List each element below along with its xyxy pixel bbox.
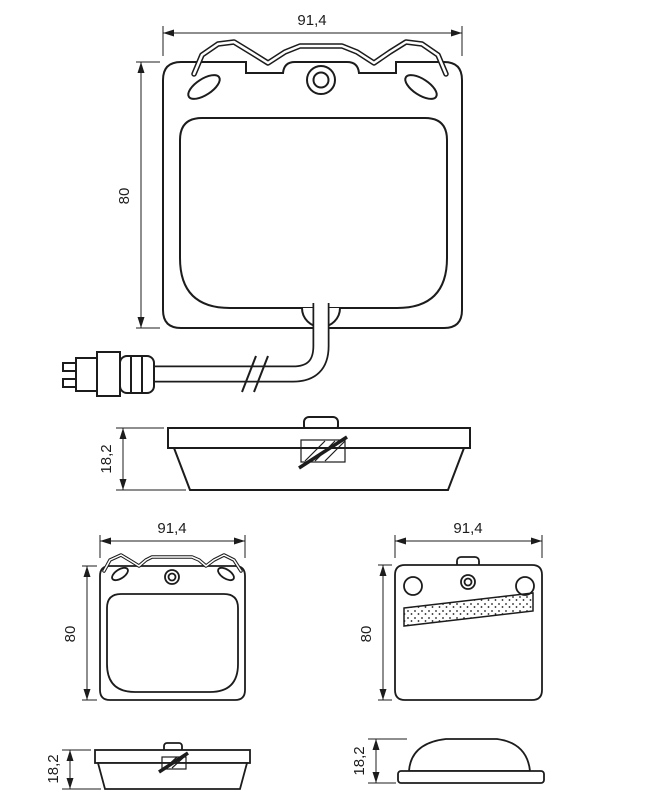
right-width-label: 91,4 [453, 520, 482, 537]
right-height-dimension: 80 [358, 564, 392, 701]
right-thickness-label: 18,2 [351, 746, 368, 775]
right-side-view: 18,2 [351, 738, 545, 784]
arrowhead-top [83, 566, 91, 577]
right-ear-slot [404, 74, 438, 100]
sensor-mount-detail [158, 751, 189, 774]
center-hole-inner [463, 577, 473, 587]
left-ear-slot [111, 566, 129, 582]
backplate-profile [397, 770, 545, 784]
main-thickness-dimension: 18,2 [98, 427, 186, 491]
friction-pad [106, 593, 239, 693]
friction-profile [408, 738, 532, 772]
friction-profile [96, 762, 249, 790]
main-height-dimension: 80 [116, 61, 160, 329]
right-thickness-dimension: 18,2 [351, 738, 407, 784]
connector-pin [62, 362, 77, 372]
arrowhead-bottom [66, 778, 74, 789]
sensor-cavity [300, 439, 346, 463]
left-thickness-label: 18,2 [45, 754, 62, 783]
arrowhead-right [531, 537, 542, 545]
backplate-profile [167, 427, 471, 449]
abrasive-band [403, 592, 534, 627]
left-side-view: 18,2 [45, 742, 251, 790]
right-mount-hole [515, 576, 535, 596]
arrowhead-left [395, 537, 406, 545]
main-width-label: 91,4 [297, 12, 326, 29]
wire-break-mark [241, 355, 257, 393]
arrowhead-bottom [372, 772, 380, 783]
main-height-label: 80 [116, 188, 133, 205]
left-width-label: 91,4 [157, 520, 186, 537]
right-height-label: 80 [358, 626, 375, 643]
left-width-dimension: 91,4 [99, 520, 246, 558]
main-thickness-label: 18,2 [98, 444, 115, 473]
left-mount-hole [403, 576, 423, 596]
arrowhead-bottom [137, 317, 145, 328]
left-ear-slot [187, 74, 221, 100]
sensor-mount-detail [298, 435, 348, 470]
center-hole-inner [312, 71, 330, 89]
arrowhead-bottom [119, 479, 127, 490]
connector-body [96, 351, 121, 397]
right-ear-slot [217, 566, 235, 582]
right-width-dimension: 91,4 [394, 520, 543, 558]
arrowhead-right [234, 537, 245, 545]
center-hole-inner [167, 572, 177, 582]
left-height-dimension: 80 [62, 565, 97, 701]
sensor-clip-bar [158, 751, 189, 774]
left-thickness-dimension: 18,2 [45, 749, 101, 790]
left-height-label: 80 [62, 626, 79, 643]
arrowhead-left [100, 537, 111, 545]
arrowhead-bottom [83, 689, 91, 700]
arrowhead-top [119, 428, 127, 439]
arrowhead-right [451, 29, 462, 37]
left-front-view: 91,4 80 [62, 520, 246, 701]
connector-boot [119, 355, 155, 394]
wire-core [151, 303, 328, 381]
connector-pin [62, 378, 77, 388]
sensor-connector [62, 351, 155, 397]
right-front-view: 91,4 80 [358, 520, 543, 701]
main-front-view: 91,4 80 [62, 12, 463, 397]
hatch-line [324, 440, 346, 462]
friction-pad [179, 117, 448, 309]
arrowhead-top [379, 565, 387, 576]
main-width-dimension: 91,4 [162, 12, 463, 56]
arrowhead-top [372, 739, 380, 750]
spring-clip-inner [103, 554, 242, 572]
arrowhead-bottom [379, 689, 387, 700]
hatch-line [304, 440, 326, 462]
sensor-clip-bar [298, 435, 348, 470]
main-side-view: 18,2 [98, 416, 471, 491]
sensor-cavity [161, 756, 187, 770]
arrowhead-left [163, 29, 174, 37]
arrowhead-top [66, 750, 74, 761]
friction-profile [172, 447, 466, 491]
wear-sensor-wire [151, 303, 330, 393]
spring-clip-inner [192, 40, 448, 76]
wire-break-mark [253, 355, 269, 393]
connector-front [75, 357, 98, 392]
arrowhead-top [137, 62, 145, 73]
